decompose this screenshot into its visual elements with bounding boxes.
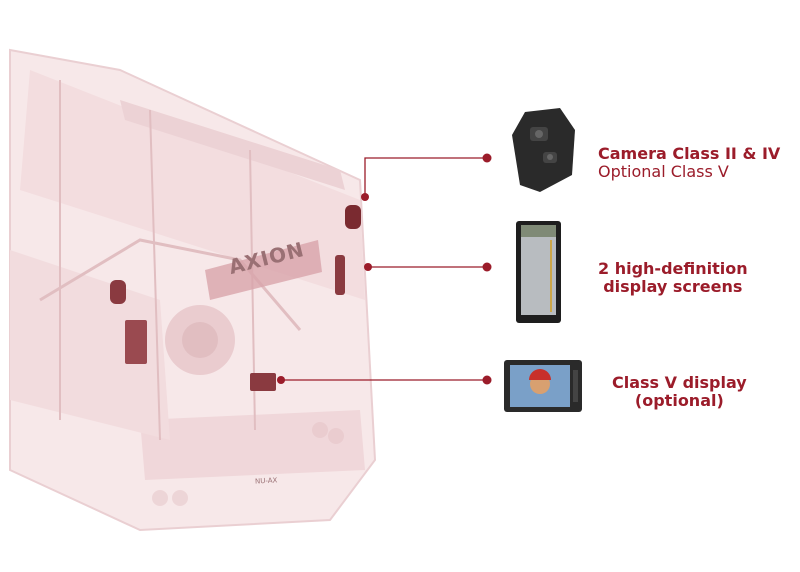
bus-display-mount	[335, 255, 345, 295]
callout-lines	[281, 157, 487, 381]
bus-body	[9, 48, 377, 532]
callout-class-v: Class V display (optional)	[612, 374, 747, 410]
callout-displays-line2: display screens	[603, 277, 743, 296]
callout-class-v-line2: (optional)	[634, 391, 724, 410]
camera-icon	[512, 108, 575, 192]
callout-dots	[277, 153, 492, 385]
bus-camera-right	[345, 205, 361, 229]
callout-camera: Camera Class II & IV Optional Class V	[598, 145, 780, 181]
callout-camera-title: Camera Class II & IV	[598, 144, 781, 163]
vertical-display-icon	[516, 221, 561, 323]
callout-displays-line1: 2 high-definition	[598, 259, 748, 278]
license-plate: NU-AX	[254, 476, 278, 486]
callout-class-v-line1: Class V display	[612, 373, 747, 392]
callout-displays: 2 high-definition display screens	[598, 260, 748, 296]
callout-camera-subtitle: Optional Class V	[598, 162, 729, 181]
logo-plate	[205, 240, 322, 300]
monitor-icon	[504, 360, 582, 412]
bus-class-v-display	[250, 373, 276, 391]
bus-display-left	[125, 320, 147, 364]
bus-camera-left	[110, 280, 126, 304]
